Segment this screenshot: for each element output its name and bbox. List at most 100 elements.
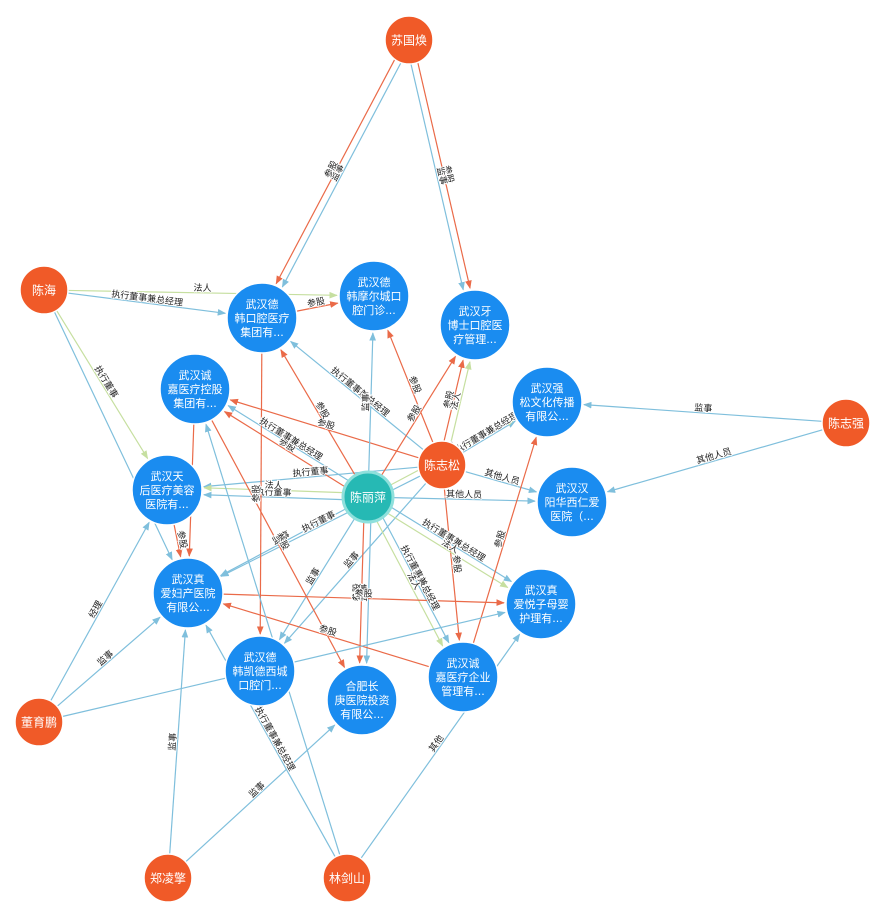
edge-chenliping-c_tianhou — [203, 491, 343, 501]
edge-suguohuan-c_dehan_group — [275, 59, 396, 285]
node-circle — [341, 470, 395, 524]
edge-chenliping-c_dehan_kaide — [279, 517, 356, 641]
node-label: 有限公... — [525, 409, 569, 423]
edge-label: 参股 — [306, 295, 326, 310]
node-label: 韩摩尔城口 — [347, 289, 402, 303]
node-circle — [226, 282, 298, 354]
node-chenzhiqiang[interactable]: 陈志强 — [821, 398, 871, 448]
edge-dongyupeng-c_tianhou — [50, 521, 150, 702]
node-circle — [338, 260, 410, 332]
node-c_dehan_moer[interactable]: 武汉德韩摩尔城口腔门诊... — [338, 260, 410, 332]
edge-suguohuan-c_dehan_group — [281, 62, 402, 288]
edge-label: 监事 — [303, 565, 323, 587]
node-label: 有限公... — [340, 707, 384, 721]
edge-label: 参股 — [175, 530, 190, 550]
node-label: 阳华西仁爱 — [545, 495, 600, 509]
edge-c_dehan_group-c_dehan_moer — [296, 301, 339, 312]
edge-chenliping-c_zhenai_yuezi — [387, 512, 509, 589]
node-label: 陈志强 — [828, 415, 864, 430]
edge-chenzhisong-c_chengjia_qiye — [443, 488, 462, 642]
edge-chenhai-c_tianhou — [56, 310, 149, 460]
node-c_qiangsong[interactable]: 武汉强松文化传播有限公... — [511, 366, 583, 438]
node-circle — [152, 557, 224, 629]
node-circle — [159, 353, 231, 425]
node-c_zhenai_yuezi[interactable]: 武汉真爱悦子母婴护理有... — [505, 568, 577, 640]
node-label: 爱悦子母婴 — [514, 597, 569, 611]
edge-chenzhiqiang-c_hanyang — [606, 429, 824, 493]
node-label: 腔门诊... — [352, 303, 396, 317]
node-chenzhisong[interactable]: 陈志松 — [417, 440, 467, 490]
edge-chenliping-c_dehan_moer — [368, 332, 377, 473]
edge-zhenglingqing-c_zhenai_fuchan — [169, 629, 189, 855]
edge-chenliping-c_chengjia_holding — [227, 405, 349, 482]
node-label: 武汉诚 — [179, 369, 212, 382]
edge-label: 其他人员 — [483, 466, 521, 487]
node-circle — [14, 697, 64, 747]
edge-label: 执行董事 — [92, 363, 121, 400]
node-circle — [536, 466, 608, 538]
node-label: 合肥长 — [346, 679, 379, 693]
node-label: 护理有... — [519, 611, 563, 625]
edge-label: 监事 — [95, 648, 116, 669]
node-label: 后医疗美容 — [140, 483, 195, 497]
edge-c_dehan_group-c_dehan_kaide — [256, 352, 264, 635]
node-circle — [322, 853, 372, 903]
node-label: 有限公... — [166, 600, 210, 614]
node-c_hefei[interactable]: 合肥长庚医院投资有限公... — [326, 664, 398, 736]
node-c_chengjia_qiye[interactable]: 武汉诚嘉医疗企业管理有... — [427, 641, 499, 713]
edge-label: 监事 — [694, 401, 713, 414]
node-dongyupeng[interactable]: 董育鹏 — [14, 697, 64, 747]
node-label: 陈海 — [32, 282, 56, 297]
node-label: 集团有... — [240, 325, 284, 339]
node-c_hanyang[interactable]: 武汉汉阳华西仁爱医院（... — [536, 466, 608, 538]
edge-label: 参股 — [350, 583, 363, 601]
node-label: 武汉牙 — [459, 305, 492, 318]
node-circle — [224, 635, 296, 707]
edge-label: 其他 — [426, 733, 446, 755]
node-c_yaboshi[interactable]: 武汉牙博士口腔医疗管理... — [439, 289, 511, 361]
edge-chenzhisong-c_qiangsong — [462, 420, 516, 454]
edge-chenliping-c_chengjia_qiye — [376, 520, 444, 647]
edge-label: 参股 — [250, 484, 262, 502]
edge-c_tianhou-c_zhenai_fuchan — [173, 524, 183, 558]
node-label: 庚医院投资 — [335, 693, 390, 707]
edge-chenliping-c_hefei — [363, 522, 372, 664]
edge-c_zhenai_fuchan-c_zhenai_yuezi — [222, 593, 505, 606]
node-label: 医院有... — [145, 497, 189, 511]
node-label: 武汉汉 — [556, 482, 589, 495]
node-label: 武汉真 — [525, 583, 558, 597]
edge-label: 法人 — [193, 282, 211, 294]
node-circle — [326, 664, 398, 736]
edge-chenzhisong-c_dehan_moer — [387, 329, 434, 443]
node-circle — [511, 366, 583, 438]
node-c_zhenai_fuchan[interactable]: 武汉真爱妇产医院有限公... — [152, 557, 224, 629]
edge-label: 监事 — [357, 583, 370, 601]
node-label: 韩口腔医疗 — [235, 311, 290, 325]
edge-label: 监事 — [246, 779, 267, 800]
node-circle — [439, 289, 511, 361]
edge-chenzhisong-c_dehan_kaide — [283, 482, 427, 644]
edge-chenliping-c_dehan_group — [280, 349, 356, 476]
edge-label: 经理 — [86, 598, 105, 620]
node-c_dehan_kaide[interactable]: 武汉德韩凯德西城口腔门... — [224, 635, 296, 707]
node-linjianshan[interactable]: 林剑山 — [322, 853, 372, 903]
node-chenliping[interactable]: 陈丽萍 — [341, 470, 395, 524]
node-suguohuan[interactable]: 苏国焕 — [384, 15, 434, 65]
node-chenhai[interactable]: 陈海 — [19, 265, 69, 315]
edge-suguohuan-c_yaboshi — [417, 62, 472, 289]
node-c_chengjia_holding[interactable]: 武汉诚嘉医疗控股集团有... — [159, 353, 231, 425]
node-c_tianhou[interactable]: 武汉天后医疗美容医院有... — [131, 454, 203, 526]
node-circle — [384, 15, 434, 65]
edge-c_chengjia_holding-c_hefei — [211, 419, 346, 669]
node-label: 嘉医疗企业 — [436, 670, 491, 684]
edge-label: 参股 — [450, 554, 464, 573]
node-label: 苏国焕 — [391, 33, 427, 47]
node-c_dehan_group[interactable]: 武汉德韩口腔医疗集团有... — [226, 282, 298, 354]
node-label: 武汉强 — [531, 382, 564, 395]
edge-label: 法人 — [265, 479, 283, 492]
node-zhenglingqing[interactable]: 郑凌擎 — [143, 853, 193, 903]
edge-chenliping-c_zhenai_fuchan — [219, 508, 347, 577]
edge-chenliping-c_hefei — [356, 521, 365, 664]
edge-label: 参股 — [404, 403, 424, 425]
